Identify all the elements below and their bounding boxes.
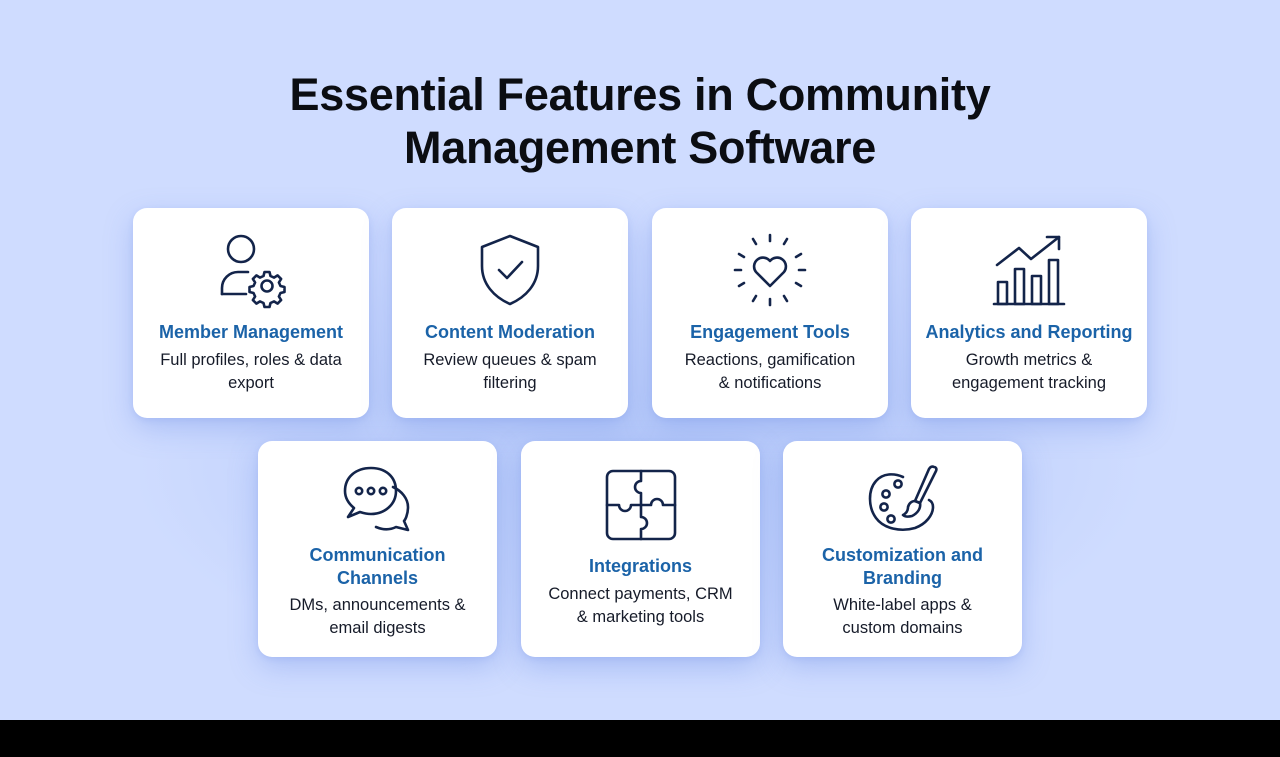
feature-card-engagement-tools: Engagement Tools Reactions, gamification…	[652, 208, 888, 418]
feature-description-line-2: filtering	[483, 373, 537, 392]
feature-card-communication-channels: Communication Channels DMs, announcement…	[258, 441, 497, 657]
feature-title-line-2: Channels	[336, 568, 419, 588]
feature-description-line-2: engagement tracking	[951, 373, 1107, 392]
feature-description-line-1: White-label apps &	[833, 596, 972, 614]
feature-description-line-1: Growth metrics &	[965, 351, 1093, 369]
user-gear-icon	[211, 230, 291, 310]
feature-title: Integrations	[588, 556, 692, 576]
feature-title: Engagement Tools	[690, 322, 850, 342]
page-title: Essential Features in Community Manageme…	[0, 68, 1280, 174]
page-title-line-1: Essential Features in Community	[289, 69, 991, 120]
feature-title-line-1: Customization and	[822, 545, 983, 565]
puzzle-icon	[601, 465, 681, 545]
feature-title: Analytics and Reporting	[925, 322, 1133, 342]
feature-title-line-2: Branding	[863, 568, 942, 588]
feature-description: White-label apps & custom domains	[793, 594, 1012, 639]
feature-title: Member Management	[158, 322, 344, 342]
feature-description: Full profiles, roles & data export	[143, 349, 359, 394]
page-title-line-2: Management Software	[404, 122, 876, 173]
feature-description-line-2: & marketing tools	[576, 607, 705, 626]
feature-description: Review queues & spam filtering	[402, 349, 618, 394]
feature-description-line-1: Review queues & spam	[423, 351, 597, 369]
feature-card-member-management: Member Management Full profiles, roles &…	[133, 208, 369, 418]
feature-title: Content Moderation	[425, 322, 595, 342]
palette-brush-icon	[863, 461, 943, 541]
feature-description-line-2: email digests	[329, 618, 426, 637]
bar-chart-trend-icon	[989, 232, 1069, 312]
feature-description: DMs, announcements & email digests	[268, 594, 487, 639]
chat-bubbles-icon	[338, 463, 418, 543]
infographic-canvas: Essential Features in Community Manageme…	[0, 0, 1280, 720]
bottom-letterbox-band	[0, 720, 1280, 757]
feature-card-analytics-reporting: Analytics and Reporting Growth metrics &…	[911, 208, 1147, 418]
feature-description-line-1: DMs, announcements &	[289, 596, 466, 614]
feature-description-line-1: Connect payments, CRM	[548, 585, 733, 603]
feature-description-line-2: & notifications	[718, 373, 822, 392]
feature-card-content-moderation: Content Moderation Review queues & spam …	[392, 208, 628, 418]
feature-description: Growth metrics & engagement tracking	[921, 349, 1137, 394]
feature-card-integrations: Integrations Connect payments, CRM & mar…	[521, 441, 760, 657]
feature-description-line-1: Full profiles, roles & data	[160, 351, 342, 369]
feature-title-line-1: Communication	[309, 545, 446, 565]
feature-card-customization-branding: Customization and Branding White-label a…	[783, 441, 1022, 657]
feature-description: Reactions, gamification & notifications	[662, 349, 878, 394]
feature-title: Customization and Branding	[789, 544, 1016, 590]
feature-title: Communication Channels	[264, 544, 491, 590]
shield-check-icon	[470, 230, 550, 310]
feature-description-line-2: export	[228, 373, 274, 392]
heart-sparkle-icon	[730, 230, 810, 310]
feature-description-line-2: custom domains	[842, 618, 963, 637]
feature-description-line-1: Reactions, gamification	[684, 351, 856, 369]
feature-description: Connect payments, CRM & marketing tools	[531, 583, 750, 628]
